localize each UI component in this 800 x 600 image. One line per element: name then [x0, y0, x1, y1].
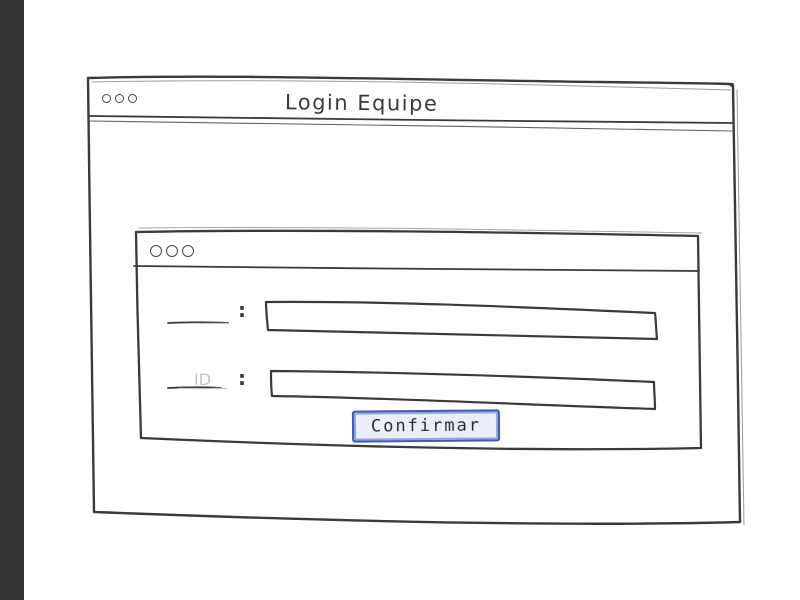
window-control-circle[interactable] [115, 94, 124, 103]
field-2-label: __ID__ [178, 370, 228, 389]
outer-window-border [86, 75, 742, 525]
dialog-titlebar-divider [133, 265, 700, 272]
dialog-window-controls[interactable] [150, 245, 194, 257]
window-control-circle[interactable] [128, 94, 137, 103]
dialog-border-trace [138, 226, 703, 234]
outer-window-controls[interactable] [102, 94, 137, 103]
confirm-button[interactable]: Confirmar [351, 409, 501, 443]
field-2-colon: : [238, 366, 246, 390]
outer-titlebar-divider-2 [89, 120, 733, 132]
field-1-label: ____ [196, 305, 228, 324]
window-control-circle[interactable] [166, 245, 178, 257]
field-1-colon: : [238, 298, 246, 322]
outer-titlebar-divider [89, 115, 733, 124]
window-control-circle[interactable] [150, 245, 162, 257]
dialog-border [134, 229, 703, 451]
left-dark-strip [0, 0, 24, 600]
field-2-input[interactable] [272, 371, 654, 407]
window-control-circle[interactable] [102, 94, 111, 103]
paper-sheet [24, 0, 800, 600]
window-title: Login Equipe [284, 90, 439, 116]
outer-window-right-trace [736, 89, 745, 526]
window-control-circle[interactable] [182, 245, 194, 257]
field-2-label-underline [167, 386, 222, 389]
field-1-label-underline [167, 321, 229, 324]
outer-window-border-trace [91, 80, 731, 91]
field-1-input[interactable] [267, 302, 655, 338]
